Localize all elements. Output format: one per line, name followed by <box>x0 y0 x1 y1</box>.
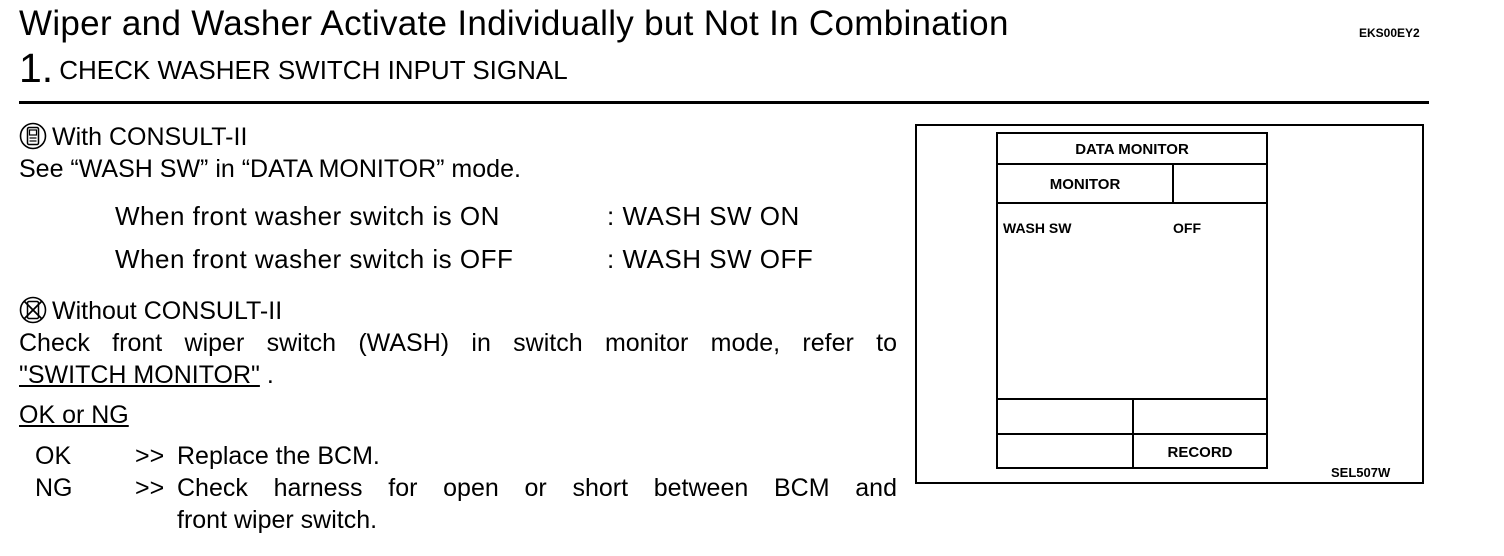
with-consult-heading: With CONSULT-II <box>19 122 247 153</box>
screen-title: DATA MONITOR <box>1075 141 1189 158</box>
ok-arrow: >> <box>135 442 165 470</box>
title-divider <box>998 163 1266 165</box>
page-title: Wiper and Washer Activate Individually b… <box>19 4 1009 43</box>
monitor-divider <box>998 202 1266 204</box>
condition-on: When front washer switch is ON <box>115 201 500 231</box>
monitor-label: MONITOR <box>1049 176 1121 193</box>
switch-monitor-link[interactable]: "SWITCH MONITOR" <box>19 361 260 389</box>
with-consult-label: With CONSULT-II <box>52 123 248 151</box>
document-code: EKS00EY2 <box>1359 26 1420 40</box>
step-heading: 1.CHECK WASHER SWITCH INPUT SIGNAL <box>19 46 568 100</box>
record-button[interactable]: RECORD <box>1167 444 1233 461</box>
condition-off: When front washer switch is OFF <box>115 244 514 274</box>
ng-action-line1: Check harness for open or short between … <box>177 474 897 502</box>
ng-arrow: >> <box>135 474 165 502</box>
wash-sw-value: OFF <box>1173 220 1201 236</box>
figure-id: SEL507W <box>1331 465 1391 480</box>
wash-sw-item: WASH SW <box>1003 220 1072 236</box>
bottom-grid-divider <box>1132 398 1134 469</box>
step-number: 1. <box>19 45 54 91</box>
ok-action: Replace the BCM. <box>177 442 380 470</box>
step-title: CHECK WASHER SWITCH INPUT SIGNAL <box>59 55 568 85</box>
consult-icon <box>19 122 47 150</box>
ng-action-line2: front wiper switch. <box>177 506 378 534</box>
figure-frame <box>915 124 1424 484</box>
header-divider <box>19 101 1429 104</box>
result-on: : WASH SW ON <box>607 201 800 231</box>
without-consult-label: Without CONSULT-II <box>52 297 283 325</box>
monitor-cell-divider <box>1172 163 1174 203</box>
with-consult-instruction: See “WASH SW” in “DATA MONITOR” mode. <box>19 155 521 183</box>
reference-period: . <box>266 361 274 389</box>
ng-code: NG <box>35 474 73 502</box>
consult-screen: DATA MONITOR MONITOR WASH SW OFF RECORD <box>996 132 1268 469</box>
without-consult-heading: Without CONSULT-II <box>19 296 282 327</box>
reference-line: "SWITCH MONITOR" . <box>19 360 274 391</box>
ok-ng-heading: OK or NG <box>19 401 129 429</box>
no-consult-icon <box>19 296 47 324</box>
ok-code: OK <box>35 442 72 470</box>
result-off: : WASH SW OFF <box>607 244 814 274</box>
without-consult-instruction: Check front wiper switch (WASH) in switc… <box>19 329 897 357</box>
